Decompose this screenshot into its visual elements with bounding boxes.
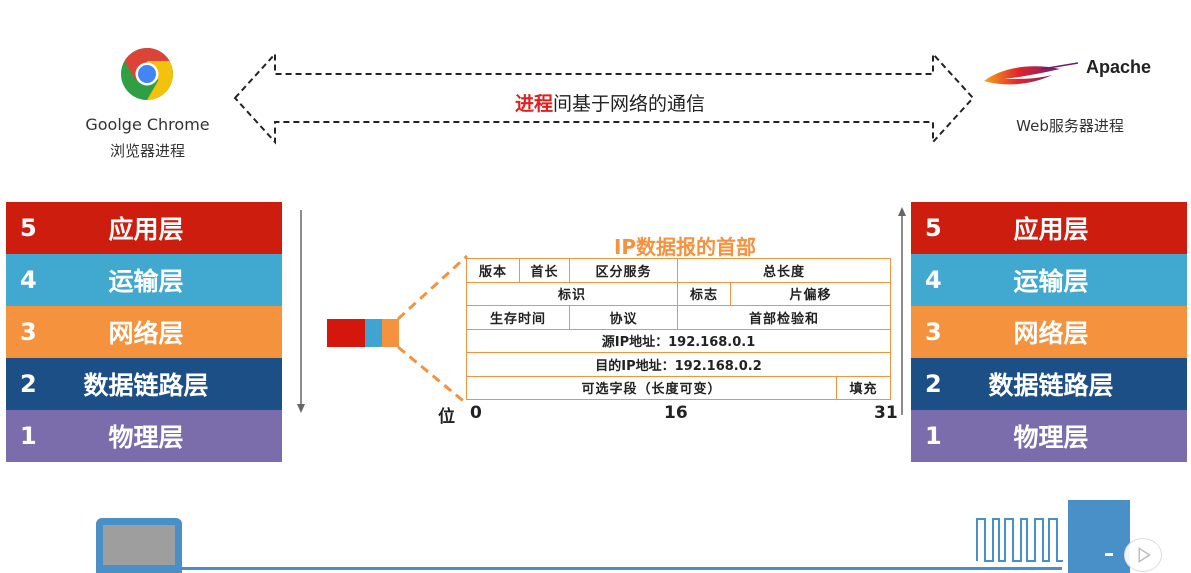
field-fragment-offset: 片偏移 — [730, 281, 892, 306]
layer-name: 数据链路层 — [988, 371, 1114, 400]
layer-name: 网络层 — [1013, 319, 1089, 348]
play-icon[interactable] — [1124, 538, 1162, 572]
bit-start: 0 — [470, 403, 482, 423]
layer-number: 1 — [925, 422, 942, 450]
field-dest-ip: 目的IP地址：192.168.0.2 — [465, 352, 892, 377]
server-icon — [1068, 500, 1130, 573]
layer-number: 1 — [20, 422, 37, 450]
packet-segment — [365, 319, 382, 347]
apache-feather-icon — [984, 62, 1079, 85]
right-layer-application: 5 应用层 — [911, 202, 1187, 254]
caption-rest: 间基于网络的通信 — [553, 93, 706, 115]
layer-name: 网络层 — [108, 319, 184, 348]
layer-name: 物理层 — [108, 423, 184, 452]
layer-number: 2 — [925, 370, 942, 398]
ip-header-segment — [382, 319, 399, 347]
layer-number: 3 — [925, 318, 942, 346]
layer-name: 数据链路层 — [83, 371, 209, 400]
left-layer-application: 5 应用层 — [6, 202, 282, 254]
up-arrow-icon — [898, 207, 906, 415]
signal-wave-icon — [976, 518, 1063, 562]
chrome-name: Goolge Chrome — [85, 115, 210, 134]
bit-mid: 16 — [664, 403, 688, 423]
layer-name: 运输层 — [108, 267, 184, 296]
field-source-ip: 源IP地址：192.168.0.1 — [465, 328, 892, 353]
field-checksum: 首部检验和 — [677, 305, 892, 330]
apache-name: Apache — [1086, 57, 1152, 77]
table-row: 可选字段（长度可变） 填充 — [465, 375, 892, 400]
layer-number: 5 — [20, 214, 37, 242]
table-row: 目的IP地址：192.168.0.2 — [465, 352, 892, 377]
field-padding: 填充 — [836, 375, 892, 400]
layer-number: 5 — [925, 214, 942, 242]
layer-name: 应用层 — [1013, 215, 1089, 244]
layer-name: 运输层 — [1013, 267, 1089, 296]
packet-block — [327, 319, 399, 347]
chrome-logo-icon — [121, 48, 173, 100]
field-total-length: 总长度 — [677, 258, 892, 283]
bits-label: 位 — [438, 407, 455, 427]
right-layer-transport: 4 运输层 — [911, 254, 1187, 306]
field-ttl: 生存时间 — [466, 305, 570, 330]
server-process-label: Web服务器进程 — [1016, 117, 1124, 135]
communication-caption: 进程间基于网络的通信 — [460, 89, 760, 116]
layer-number: 3 — [20, 318, 37, 346]
left-layer-datalink: 2 数据链路层 — [6, 358, 282, 410]
field-options: 可选字段（长度可变） — [465, 375, 838, 400]
server-led — [1105, 553, 1113, 556]
bidirectional-arrow-icon — [233, 51, 975, 145]
field-diffserv: 区分服务 — [568, 258, 679, 283]
right-layer-datalink: 2 数据链路层 — [911, 358, 1187, 410]
field-version: 版本 — [466, 258, 520, 283]
chrome-process-label: 浏览器进程 — [109, 142, 185, 160]
ip-header-title: IP数据报的首部 — [613, 235, 757, 259]
layer-number: 4 — [925, 266, 942, 294]
packet-segment — [327, 319, 365, 347]
table-row: 源IP地址：192.168.0.1 — [465, 328, 892, 353]
layer-number: 4 — [20, 266, 37, 294]
right-layer-physical: 1 物理层 — [911, 410, 1187, 462]
right-layer-stack: 5 应用层 4 运输层 3 网络层 2 数据链路层 1 物理层 — [911, 202, 1187, 462]
layer-name: 应用层 — [108, 215, 184, 244]
field-header-length: 首长 — [519, 258, 570, 283]
table-row: 版本 首长 区分服务 总长度 — [466, 258, 892, 283]
table-row: 标识 标志 片偏移 — [465, 281, 892, 306]
computer-screen — [103, 525, 175, 565]
left-layer-network: 3 网络层 — [6, 306, 282, 358]
caption-highlight: 进程 — [514, 93, 553, 115]
zoom-lines — [396, 254, 469, 406]
field-identification: 标识 — [465, 281, 679, 306]
table-row: 生存时间 协议 首部检验和 — [466, 305, 892, 330]
layer-name: 物理层 — [1013, 423, 1089, 452]
down-arrow-icon — [297, 210, 305, 413]
layer-number: 2 — [20, 370, 37, 398]
right-layer-network: 3 网络层 — [911, 306, 1187, 358]
ip-header-table: 版本 首长 区分服务 总长度 标识 标志 片偏移 生存时间 协议 首部检验和 源… — [465, 258, 892, 400]
left-layer-physical: 1 物理层 — [6, 410, 282, 462]
left-layer-transport: 4 运输层 — [6, 254, 282, 306]
field-flags: 标志 — [677, 281, 732, 306]
network-cable — [182, 567, 1062, 570]
bit-end: 31 — [874, 403, 898, 423]
left-layer-stack: 5 应用层 4 运输层 3 网络层 2 数据链路层 1 物理层 — [6, 202, 282, 462]
field-protocol: 协议 — [568, 305, 679, 330]
